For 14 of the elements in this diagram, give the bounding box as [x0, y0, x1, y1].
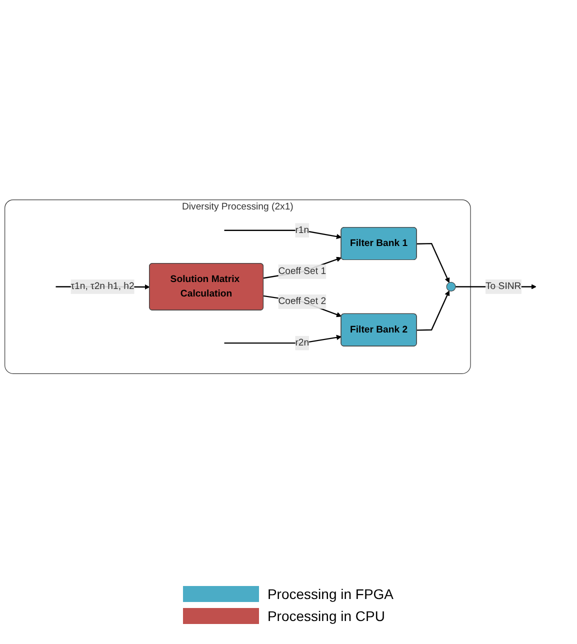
- edge-label: Coeff Set 2: [278, 296, 326, 307]
- edge-label: r1n: [295, 225, 310, 236]
- node-circle: [446, 282, 456, 292]
- legend-text: Processing in CPU: [267, 608, 385, 624]
- arrow: [416, 290, 450, 332]
- edge-label: To SINR: [486, 282, 522, 292]
- edge-label: Coeff Set 1: [278, 266, 326, 277]
- arrow: [224, 230, 342, 240]
- cluster: [4, 200, 471, 374]
- arrow: [416, 243, 450, 284]
- edge-label: τ1n, τ2n h1, h2: [70, 282, 134, 292]
- legend-text: Processing in FPGA: [267, 586, 394, 602]
- arrow: [224, 335, 342, 344]
- edge-label: r2n: [295, 338, 310, 348]
